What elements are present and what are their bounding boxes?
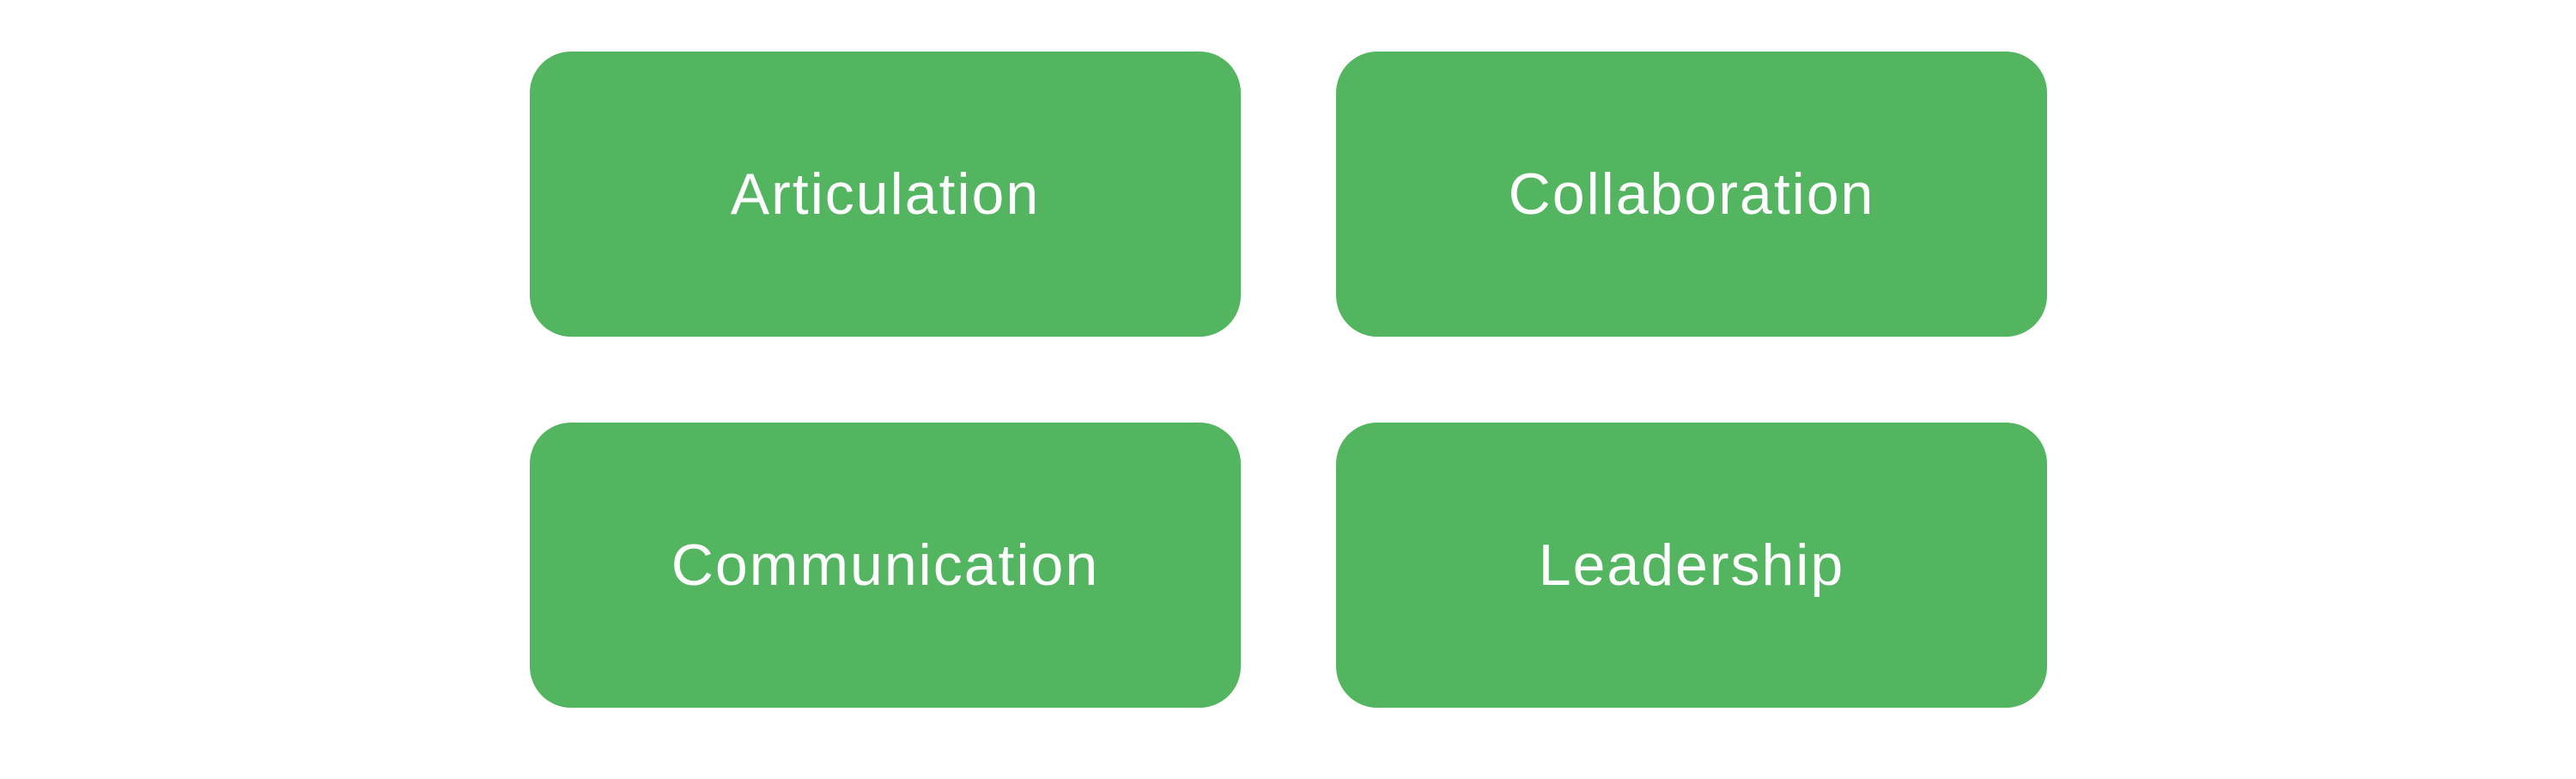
- card-collaboration[interactable]: Collaboration: [1336, 52, 2047, 337]
- card-articulation[interactable]: Articulation: [530, 52, 1241, 337]
- card-leadership-label: Leadership: [1538, 533, 1845, 598]
- card-leadership[interactable]: Leadership: [1336, 423, 2047, 708]
- card-communication-label: Communication: [671, 533, 1100, 598]
- card-collaboration-label: Collaboration: [1508, 161, 1875, 227]
- card-communication[interactable]: Communication: [530, 423, 1241, 708]
- cards-grid: Articulation Collaboration Communication…: [530, 52, 2047, 708]
- card-articulation-label: Articulation: [730, 161, 1041, 227]
